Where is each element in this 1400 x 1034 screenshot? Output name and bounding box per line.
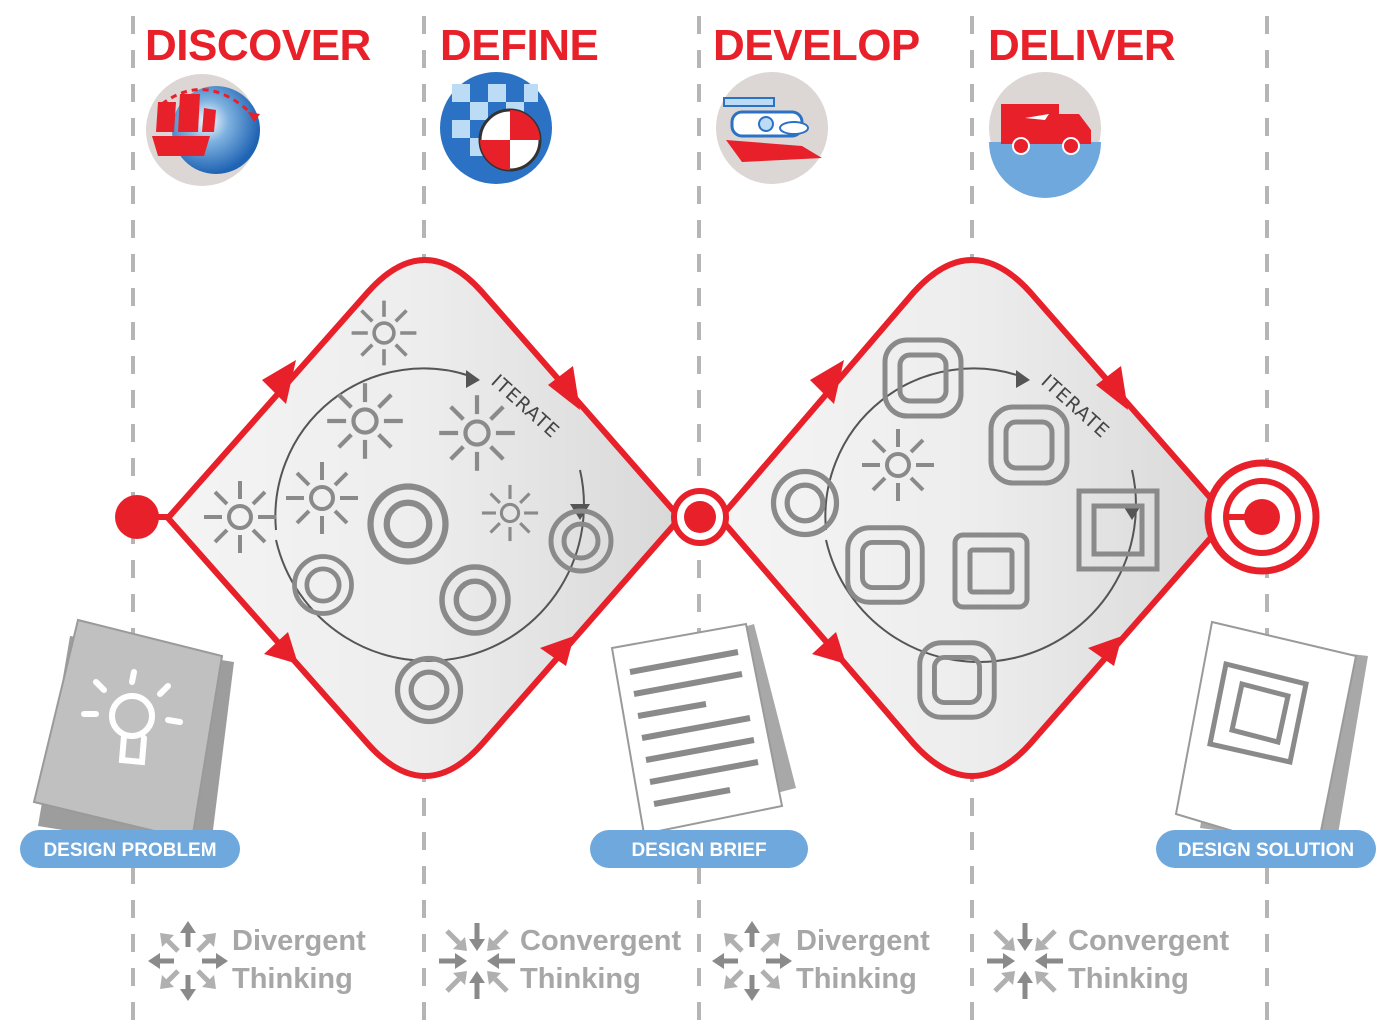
phase-title-develop: DEVELOP [713,21,920,70]
flow-arrow [264,632,298,664]
divergent-arrows-icon [148,921,228,1001]
solution-square-icons [848,340,1160,717]
thinking-line2: Thinking [520,963,641,995]
phase-title-define: DEFINE [440,21,598,70]
thinking-line2: Thinking [1068,963,1189,995]
thinking-line2: Thinking [232,963,353,995]
thinking-mode-define: Convergent Thinking [439,923,681,999]
design-solution-pill: DESIGN SOLUTION [1156,830,1376,868]
design-brief-pill: DESIGN BRIEF [590,830,808,868]
design-problem-pill: DESIGN PROBLEM [20,830,240,868]
thinking-mode-deliver: Convergent Thinking [987,923,1229,999]
square-icon [1076,488,1160,572]
phase-title-deliver: DELIVER [988,21,1175,70]
flow-arrows [262,360,1128,666]
square-document-icon [1174,620,1368,858]
thinking-line1: Convergent [1068,925,1229,957]
lightbulb-document-icon [32,618,234,854]
convergent-arrows-icon [987,923,1063,999]
flow-arrow [262,360,296,404]
milestone-label: DESIGN PROBLEM [43,840,216,861]
flow-arrow [1096,366,1128,410]
milestone-label: DESIGN BRIEF [631,840,766,861]
divergent-arrows-icon [712,921,792,1001]
convergent-arrows-icon [439,923,515,999]
delivery-truck-icon [989,72,1101,198]
thinking-line1: Divergent [232,925,366,957]
phase-title-discover: DISCOVER [145,21,371,70]
solution-node [1204,459,1320,575]
flow-arrow [812,632,846,664]
thinking-mode-develop: Divergent Thinking [712,921,930,1001]
flow-arrow [1088,636,1122,666]
milestone-label: DESIGN SOLUTION [1178,840,1354,861]
biplane-icon [716,72,828,184]
text-document-icon [610,622,796,836]
checkered-target-icon [440,72,552,184]
square-icon [952,532,1030,610]
thinking-line1: Divergent [796,925,930,957]
flow-arrow [540,636,574,666]
thinking-line1: Convergent [520,925,681,957]
brief-node [671,488,729,546]
thinking-mode-discover: Divergent Thinking [148,921,366,1001]
flow-arrow [810,360,844,404]
flow-arrow [548,366,580,410]
thinking-line2: Thinking [796,963,917,995]
sailing-ship-globe-icon [146,74,260,186]
